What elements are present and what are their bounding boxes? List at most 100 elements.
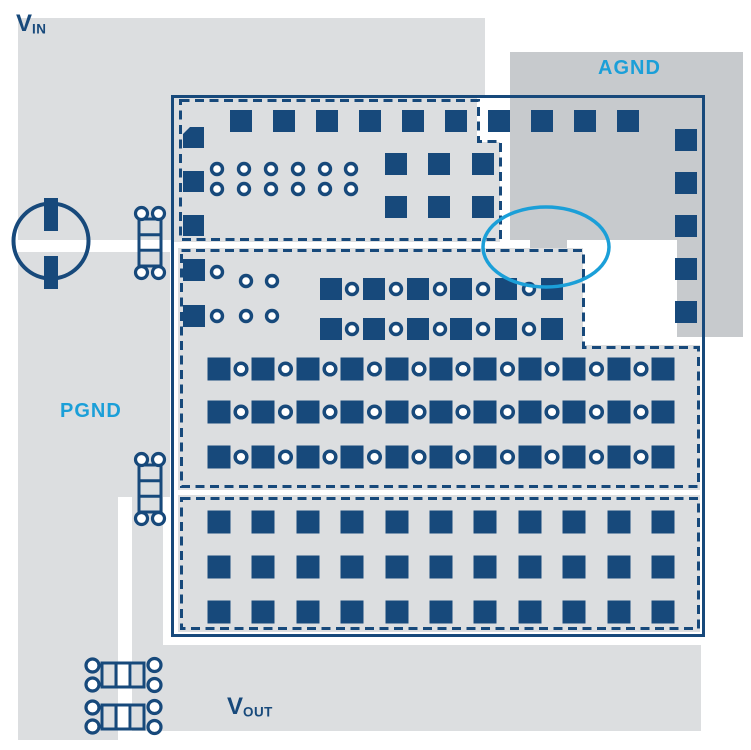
via	[588, 449, 605, 465]
pad-agnd-column	[675, 129, 697, 151]
via	[263, 161, 279, 177]
pad-row	[651, 445, 675, 469]
via	[588, 361, 605, 377]
pgnd-net-label: PGND	[60, 400, 122, 422]
via	[277, 361, 294, 377]
pad-field	[340, 600, 364, 624]
via	[209, 161, 225, 177]
input-bypass-cap	[137, 217, 163, 268]
via	[233, 361, 249, 377]
via	[633, 404, 649, 420]
via	[236, 161, 252, 177]
pad-row	[340, 357, 364, 381]
agnd-net-label: AGND	[598, 57, 661, 79]
via	[344, 321, 360, 337]
via	[432, 281, 448, 297]
pad-row	[385, 400, 409, 424]
pad-agnd-column	[675, 172, 697, 194]
pad-field	[340, 555, 364, 579]
via	[322, 361, 338, 377]
pad-row	[363, 278, 385, 300]
via	[238, 273, 254, 289]
pad-row	[320, 318, 342, 340]
via	[264, 308, 280, 324]
pad-row	[407, 318, 429, 340]
via	[146, 656, 163, 674]
via	[544, 361, 560, 377]
via	[366, 404, 383, 420]
via	[388, 321, 404, 337]
pad-row	[562, 400, 586, 424]
via	[475, 321, 491, 337]
pad-row	[251, 400, 275, 424]
pad-top-row	[359, 110, 381, 132]
pad-field	[251, 510, 275, 534]
pad-grid	[472, 196, 494, 218]
pad-field	[429, 555, 453, 579]
via	[499, 361, 516, 377]
via	[264, 273, 280, 289]
pad-row	[296, 445, 320, 469]
pad-field	[518, 600, 542, 624]
pad-top-row	[445, 110, 467, 132]
pad-row	[450, 278, 472, 300]
vout-pour-bottom	[132, 645, 701, 731]
pad-row	[296, 357, 320, 381]
pad-top-row	[273, 110, 295, 132]
via	[146, 718, 163, 736]
via	[236, 181, 252, 197]
via	[322, 404, 338, 420]
via	[238, 308, 254, 324]
pad-grid	[428, 153, 450, 175]
pad-row	[518, 400, 542, 424]
pad-row	[207, 357, 231, 381]
vin-net-label: VIN	[16, 10, 47, 37]
via	[544, 404, 560, 420]
pad-grid	[472, 153, 494, 175]
pad-row	[562, 445, 586, 469]
via	[150, 510, 167, 527]
via	[84, 676, 101, 693]
pad-grid	[385, 196, 407, 218]
region2-outline	[180, 249, 700, 488]
pad-field	[385, 510, 409, 534]
pad-field	[651, 510, 675, 534]
pad-top-row	[316, 110, 338, 132]
pad-field	[562, 555, 586, 579]
agnd-pour-right	[677, 52, 743, 337]
via	[133, 510, 150, 527]
pad-row	[251, 357, 275, 381]
pad-field	[385, 600, 409, 624]
pad-agnd-column	[675, 258, 697, 280]
vout-net-label: VOUT	[227, 693, 273, 720]
pad-field	[207, 510, 231, 534]
pad-left-column	[183, 171, 204, 192]
via	[146, 698, 163, 716]
via	[432, 321, 448, 337]
pad-top-row	[230, 110, 252, 132]
via	[133, 451, 150, 468]
pad-field	[562, 510, 586, 534]
pad-row	[251, 445, 275, 469]
pad-field	[607, 600, 631, 624]
pad-row	[607, 445, 631, 469]
pad-agnd-column	[675, 215, 697, 237]
pad-row	[385, 357, 409, 381]
pgnd-pour-tall	[18, 252, 118, 740]
pad-field	[473, 510, 497, 534]
output-cap-2	[100, 703, 146, 731]
pad-grid	[385, 153, 407, 175]
pad-row	[607, 400, 631, 424]
via	[209, 264, 225, 280]
pad-field	[251, 600, 275, 624]
via	[475, 281, 491, 297]
pad-row	[340, 400, 364, 424]
via	[455, 404, 471, 420]
via	[290, 181, 306, 197]
via	[263, 181, 279, 197]
via	[277, 449, 294, 465]
via	[133, 264, 150, 281]
pad-field	[518, 555, 542, 579]
